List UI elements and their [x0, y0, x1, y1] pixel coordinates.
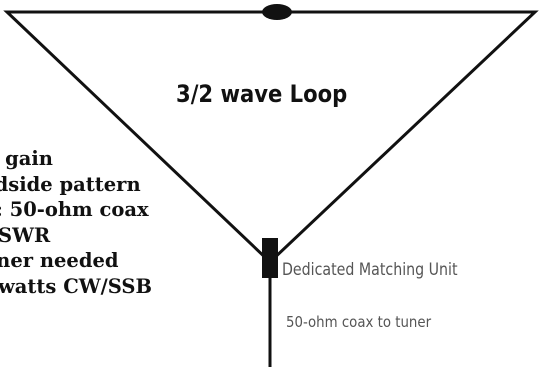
feature-item: SWR: [0, 223, 51, 247]
feature-item: + gain: [0, 147, 53, 170]
feature-item: d: 50-ohm coax: [0, 198, 149, 222]
matching-unit-box: [262, 238, 278, 278]
feature-item: watts CW/SSB: [0, 274, 152, 298]
feedline-label: 50-ohm coax to tuner: [286, 313, 432, 331]
diagram-title: 3/2 wave Loop: [176, 80, 348, 108]
feature-item: uner needed: [0, 249, 119, 273]
top-insulator: [262, 4, 292, 20]
feature-list: + gain adside pattern d: 50-ohm coax SWR…: [0, 146, 152, 300]
matching-unit-label: Dedicated Matching Unit: [282, 260, 458, 279]
feature-item: adside pattern: [0, 172, 141, 196]
